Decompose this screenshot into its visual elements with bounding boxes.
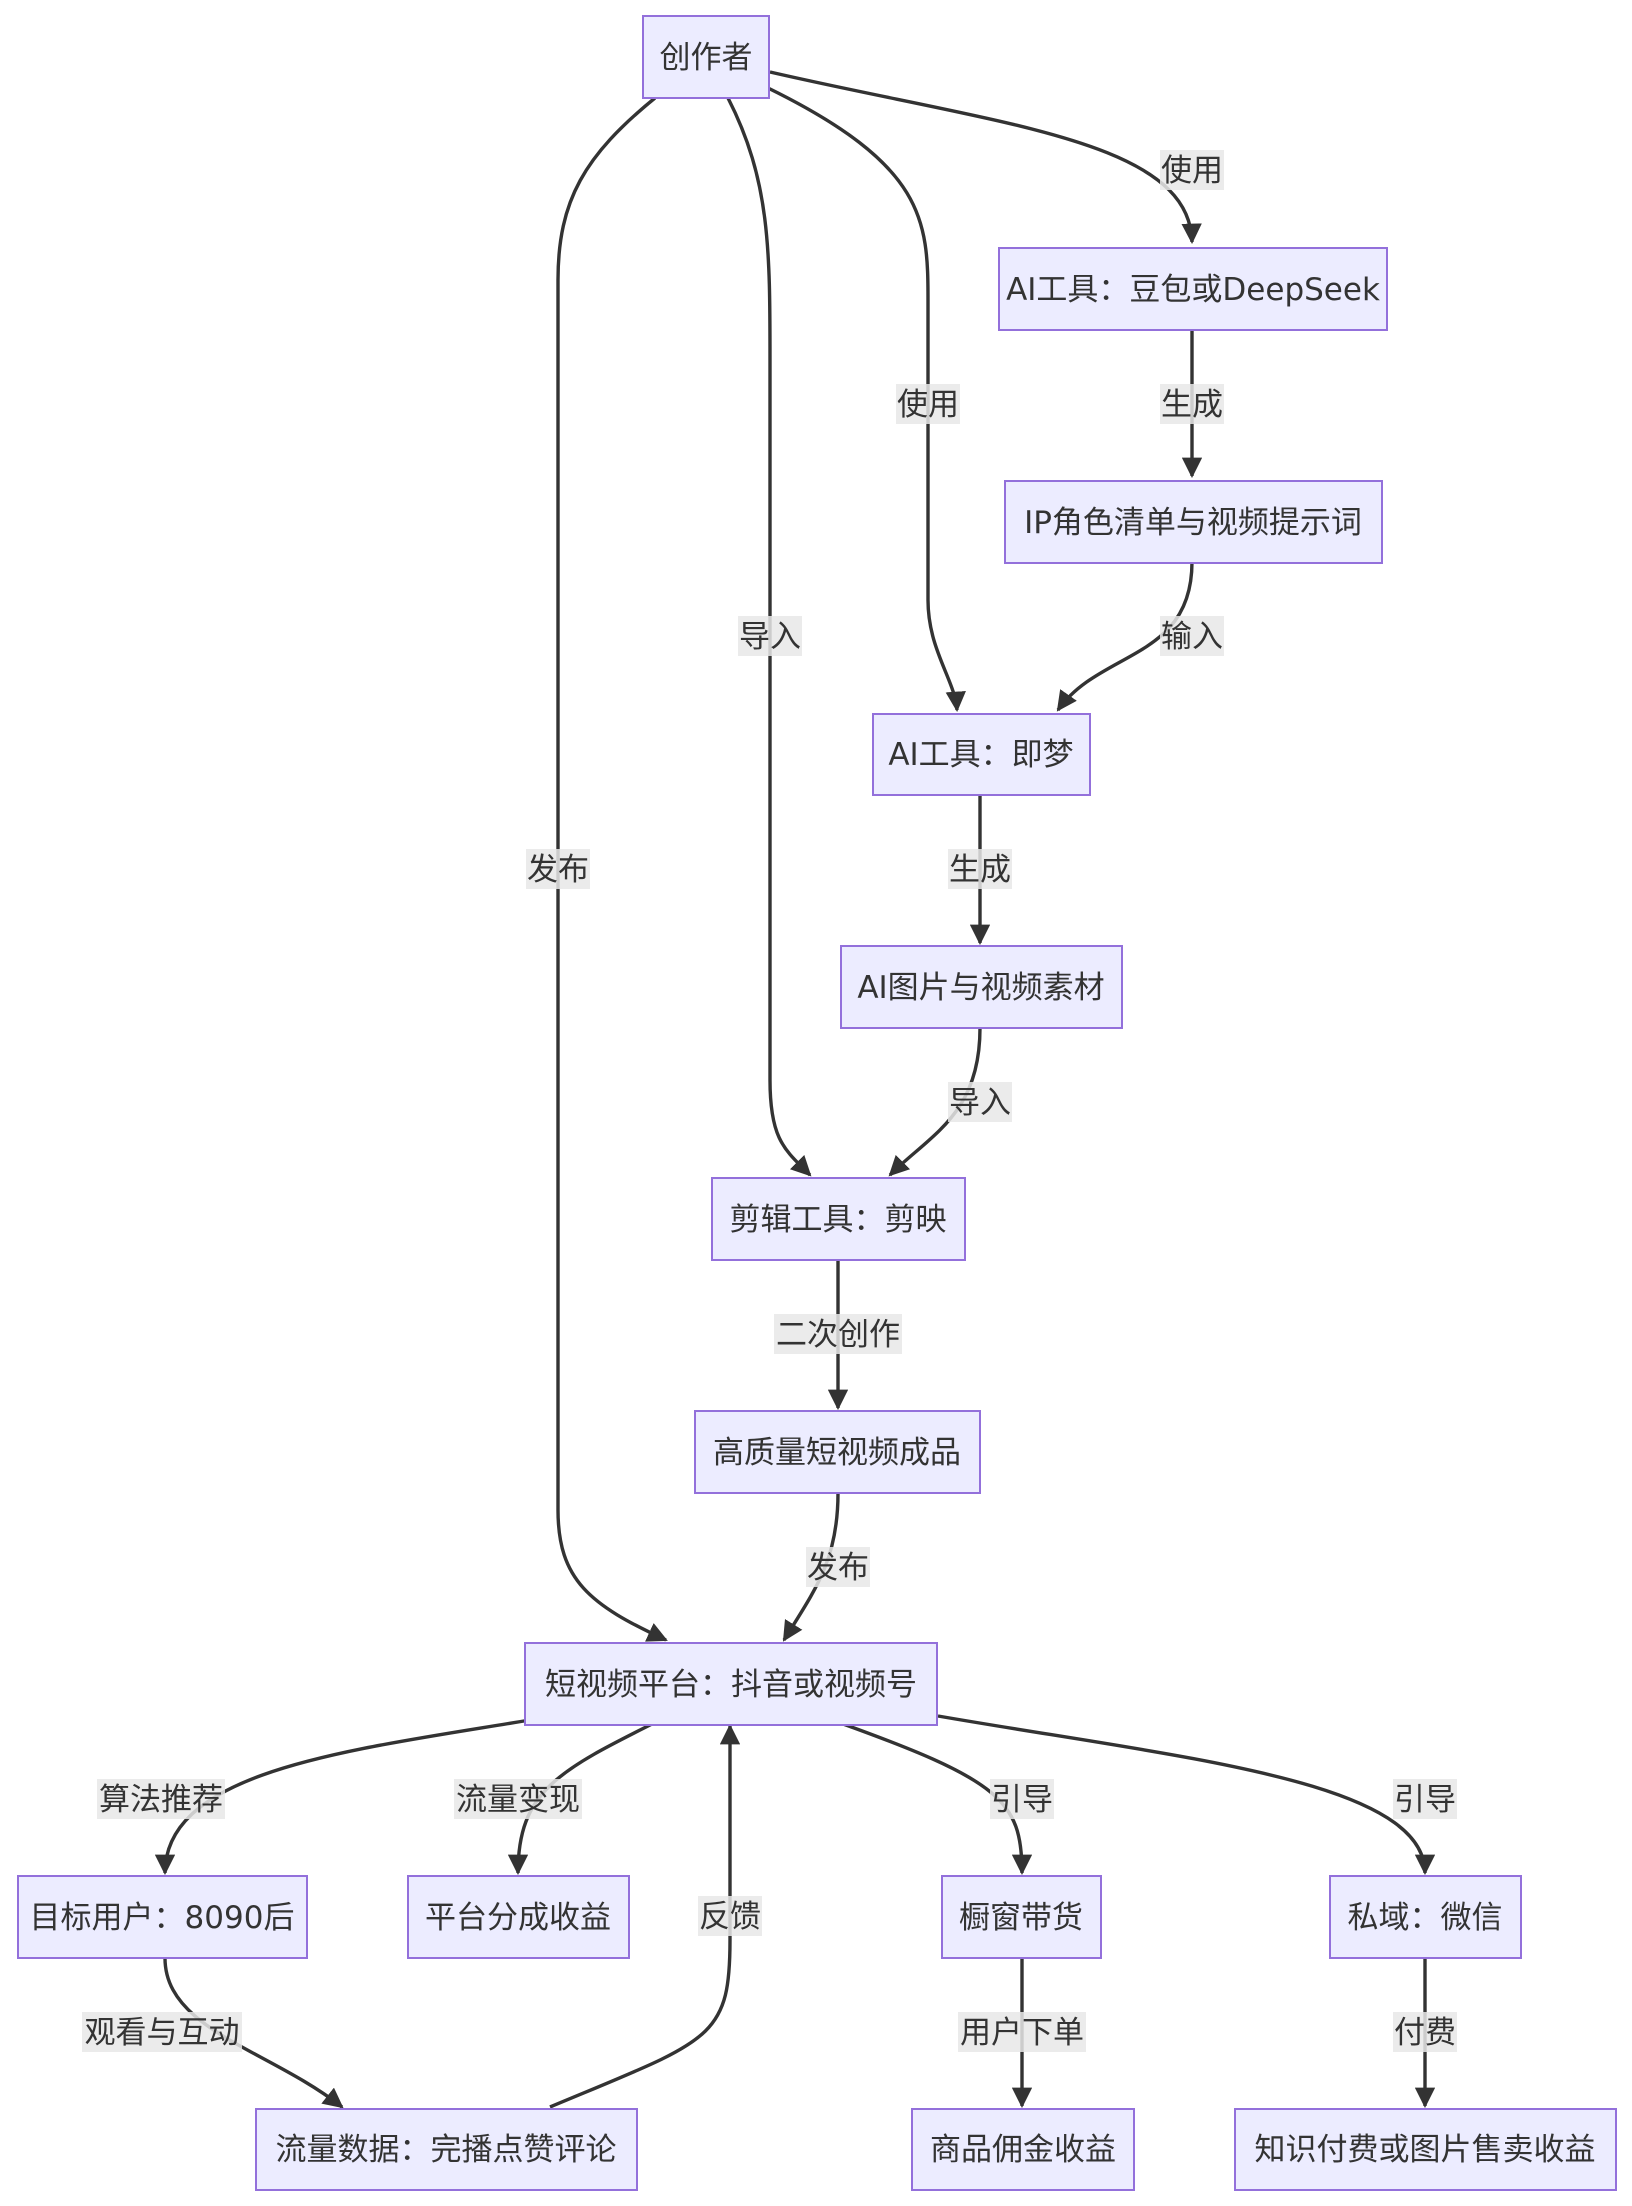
edge-label-text: 生成 <box>1161 387 1223 423</box>
node-knowledge-pay: 知识付费或图片售卖收益 <box>1234 2108 1617 2191</box>
edge-label: 生成 <box>1160 384 1224 424</box>
edge-label-text: 发布 <box>807 1550 869 1586</box>
edge-creator-to-doubao <box>769 70 1202 245</box>
node-label: 商品佣金收益 <box>930 2132 1116 2168</box>
node-editor: 剪辑工具：剪映 <box>711 1177 966 1261</box>
node-label: AI工具：豆包或DeepSeek <box>1006 272 1380 308</box>
node-showcase: 橱窗带货 <box>941 1875 1102 1959</box>
edge-label-text: 输入 <box>1161 619 1223 655</box>
edge-label: 使用 <box>1160 150 1224 190</box>
node-label: 短视频平台：抖音或视频号 <box>545 1667 917 1703</box>
node-commission: 商品佣金收益 <box>911 2108 1135 2191</box>
edge-label: 导入 <box>948 1082 1012 1122</box>
edge-platform-to-wechat <box>937 1714 1436 1876</box>
node-platform: 短视频平台：抖音或视频号 <box>524 1642 938 1726</box>
node-label: 高质量短视频成品 <box>713 1435 961 1471</box>
edge-label-text: 算法推荐 <box>99 1782 223 1818</box>
edge-platform-to-users <box>154 1718 531 1876</box>
edge-creator-to-editor <box>726 97 812 1177</box>
edge-label-text: 使用 <box>1161 153 1223 189</box>
node-ip-list: IP角色清单与视频提示词 <box>1004 480 1383 564</box>
edge-label: 生成 <box>948 849 1012 889</box>
edge-labels: 使用 使用 导入 发布 生成 输入 生成 导入 <box>82 150 1457 2052</box>
edges <box>154 70 1436 2109</box>
node-label: 橱窗带货 <box>959 1900 1083 1936</box>
edge-label: 算法推荐 <box>97 1779 225 1819</box>
edge-label: 发布 <box>806 1547 870 1587</box>
node-ai-jimeng: AI工具：即梦 <box>872 713 1091 796</box>
node-label: 目标用户：8090后 <box>30 1900 295 1936</box>
edge-label-text: 观看与互动 <box>85 2015 240 2051</box>
edge-label-text: 用户下单 <box>960 2015 1084 2051</box>
edge-label: 导入 <box>738 616 802 656</box>
node-label: IP角色清单与视频提示词 <box>1024 505 1362 541</box>
edge-label: 引导 <box>990 1779 1054 1819</box>
edge-label: 输入 <box>1160 616 1224 656</box>
node-label: 剪辑工具：剪映 <box>730 1202 947 1238</box>
edge-label: 反馈 <box>698 1896 762 1936</box>
edge-label-text: 引导 <box>1394 1782 1456 1818</box>
edge-label-text: 导入 <box>739 619 801 655</box>
node-label: 私域：微信 <box>1348 1900 1503 1936</box>
edge-label: 二次创作 <box>774 1314 902 1354</box>
edge-label-text: 使用 <box>897 387 959 423</box>
node-final-video: 高质量短视频成品 <box>694 1410 981 1494</box>
edge-label: 流量变现 <box>454 1779 582 1819</box>
edge-label-text: 流量变现 <box>456 1782 580 1818</box>
node-label: 流量数据：完播点赞评论 <box>276 2132 617 2168</box>
node-private-wechat: 私域：微信 <box>1329 1875 1522 1959</box>
edge-platform-to-showcase <box>831 1718 1033 1876</box>
edge-label: 观看与互动 <box>82 2012 242 2052</box>
edge-traffic-to-platform <box>549 1723 741 2109</box>
edge-ip-to-jimeng <box>1056 561 1194 712</box>
node-creator: 创作者 <box>642 15 770 99</box>
edge-creator-to-jimeng <box>767 86 966 713</box>
edge-label-text: 发布 <box>527 852 589 888</box>
node-label: 创作者 <box>660 40 753 76</box>
edge-label: 用户下单 <box>958 2012 1086 2052</box>
node-ai-doubao: AI工具：豆包或DeepSeek <box>998 247 1388 331</box>
edge-label: 引导 <box>1393 1779 1457 1819</box>
edge-label: 发布 <box>526 849 590 889</box>
edge-label-text: 二次创作 <box>776 1317 900 1353</box>
node-target-users: 目标用户：8090后 <box>17 1875 308 1959</box>
node-revenue-share: 平台分成收益 <box>407 1875 630 1959</box>
edge-label-text: 付费 <box>1394 2015 1456 2051</box>
edge-label-text: 导入 <box>949 1085 1011 1121</box>
node-label: AI图片与视频素材 <box>857 970 1104 1006</box>
edge-label: 使用 <box>896 384 960 424</box>
node-traffic-data: 流量数据：完播点赞评论 <box>255 2108 638 2191</box>
node-label: 知识付费或图片售卖收益 <box>1255 2132 1596 2168</box>
edge-label-text: 反馈 <box>699 1899 761 1935</box>
nodes: 创作者 AI工具：豆包或DeepSeek IP角色清单与视频提示词 AI工具：即… <box>17 15 1617 2191</box>
node-label: 平台分成收益 <box>425 1900 611 1936</box>
edge-label-text: 生成 <box>949 852 1011 888</box>
edge-creator-to-platform <box>556 96 668 1642</box>
edge-label: 付费 <box>1393 2012 1457 2052</box>
node-label: AI工具：即梦 <box>888 737 1073 773</box>
edge-label-text: 引导 <box>991 1782 1053 1818</box>
node-ai-assets: AI图片与视频素材 <box>840 945 1123 1029</box>
